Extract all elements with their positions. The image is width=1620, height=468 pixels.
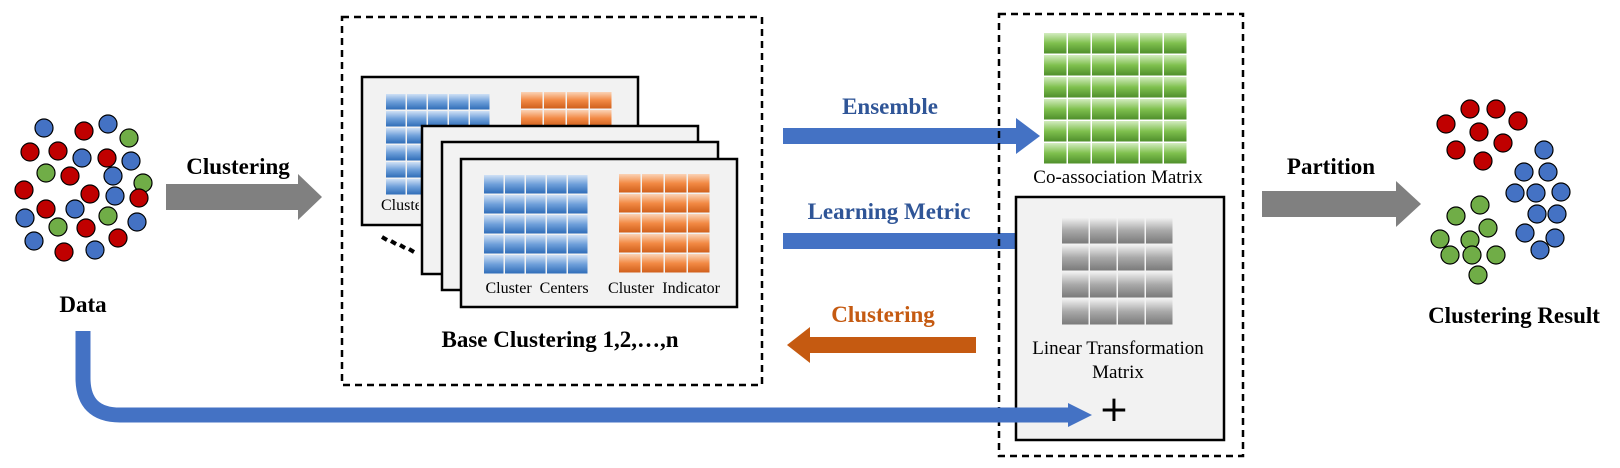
data-point	[60, 166, 80, 186]
result-point-blue	[1538, 162, 1558, 182]
cluster-indicator-matrix	[619, 174, 710, 273]
linear-transformation-label: Linear Transformation	[1032, 338, 1204, 359]
data-point	[36, 163, 56, 183]
linear-transformation-cells	[1062, 218, 1173, 325]
result-point-green	[1462, 245, 1482, 265]
result-point-red	[1446, 140, 1466, 160]
result-point-red	[1493, 133, 1513, 153]
data-point	[80, 184, 100, 204]
result-point-blue	[1547, 204, 1567, 224]
data-point	[98, 206, 118, 226]
data-point	[129, 188, 149, 208]
result-point-green	[1440, 245, 1460, 265]
linear-transformation-matrix	[1062, 218, 1173, 325]
back-card-partial-label: Cluste	[381, 198, 419, 214]
metric-learning-box	[997, 12, 1245, 458]
result-point-green	[1468, 265, 1488, 285]
clustering-back-arrow	[787, 327, 976, 363]
back-cluster-indicator-matrix	[521, 92, 612, 127]
result-point-red	[1469, 122, 1489, 142]
data-point	[48, 141, 68, 161]
data-point	[14, 180, 34, 200]
data-point	[15, 208, 35, 228]
data-point	[65, 199, 85, 219]
result-point-green	[1470, 195, 1490, 215]
partition-step-arrow	[1262, 181, 1421, 227]
data-point	[54, 242, 74, 262]
result-point-green	[1446, 206, 1466, 226]
data-point	[85, 240, 105, 260]
result-point-red	[1486, 99, 1506, 119]
co-association-cells	[1044, 33, 1187, 164]
co-association-matrix	[1044, 33, 1187, 164]
result-point-blue	[1515, 223, 1535, 243]
data-point	[36, 199, 56, 219]
result-point-blue	[1527, 204, 1547, 224]
result-point-blue	[1530, 240, 1550, 260]
result-point-blue	[1526, 183, 1546, 203]
result-point-red	[1473, 151, 1493, 171]
ensemble-label: Ensemble	[842, 94, 938, 119]
matrix-label: Matrix	[1092, 362, 1144, 383]
data-point	[97, 148, 117, 168]
result-point-blue	[1534, 140, 1554, 160]
result-point-red	[1436, 114, 1456, 134]
data-point	[48, 217, 68, 237]
result-point-red	[1460, 99, 1480, 119]
partition-label: Partition	[1286, 154, 1376, 179]
ensemble-arrow	[783, 118, 1040, 154]
result-point-green	[1486, 245, 1506, 265]
data-point	[127, 212, 147, 232]
clustering-result-groups	[1430, 99, 1571, 285]
result-point-green	[1430, 229, 1450, 249]
data-point	[98, 114, 118, 134]
data-point	[103, 166, 123, 186]
result-point-blue	[1551, 182, 1571, 202]
card-stack-ellipsis	[380, 235, 416, 254]
cluster-centers-label: Cluster Centers	[485, 280, 589, 297]
clustering-result-label: Clustering Result	[1428, 303, 1600, 328]
data-point-cloud	[14, 114, 153, 262]
data-point	[76, 218, 96, 238]
data-point	[105, 186, 125, 206]
data-bypass-arrow	[75, 331, 1092, 427]
result-point-red	[1508, 111, 1528, 131]
data-point	[74, 121, 94, 141]
result-point-blue	[1545, 228, 1565, 248]
data-point	[121, 151, 141, 171]
cluster-centers-matrix	[484, 175, 588, 274]
result-point-green	[1478, 218, 1498, 238]
data-point	[20, 142, 40, 162]
clustering-back-label: Clustering	[831, 302, 935, 327]
result-point-blue	[1514, 162, 1534, 182]
data-point	[119, 128, 139, 148]
data-point	[108, 228, 128, 248]
plus-sign: +	[1098, 389, 1130, 430]
base-clustering-box	[340, 15, 764, 387]
data-point	[24, 231, 44, 251]
clustering-step-label: Clustering	[186, 154, 290, 179]
clustering-step-arrow	[166, 174, 322, 220]
result-point-blue	[1505, 183, 1525, 203]
cluster-indicator-label: Cluster Indicator	[608, 280, 720, 297]
learning-metric-label: Learning Metric	[807, 199, 971, 224]
co-association-matrix-label: Co-association Matrix	[1033, 167, 1203, 188]
data-point	[34, 118, 54, 138]
data-label: Data	[59, 292, 107, 317]
data-point	[72, 148, 92, 168]
base-clustering-title: Base Clustering 1,2,…,n	[441, 327, 679, 352]
